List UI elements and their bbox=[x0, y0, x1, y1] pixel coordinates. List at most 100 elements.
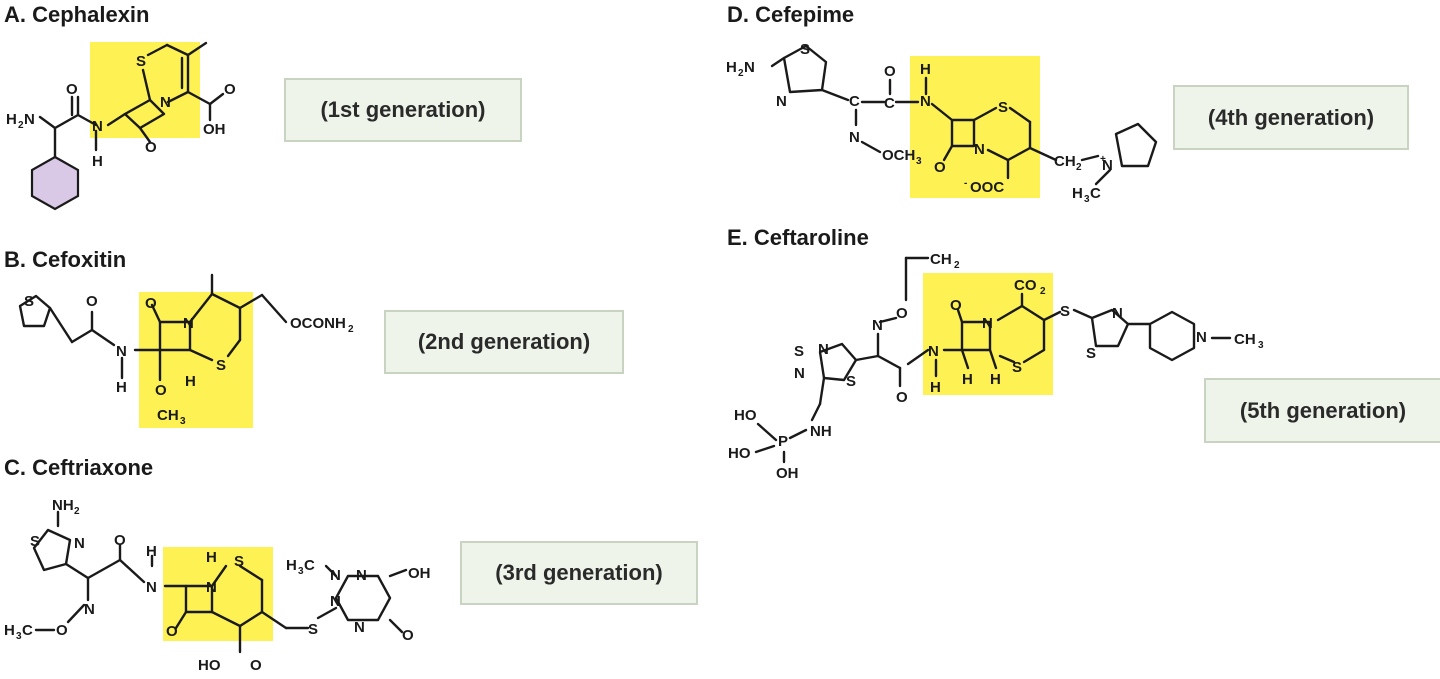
svg-text:O: O bbox=[145, 295, 157, 312]
svg-text:S: S bbox=[30, 533, 40, 550]
svg-text:O: O bbox=[145, 139, 157, 156]
label-h2n: H bbox=[6, 111, 17, 128]
svg-text:H: H bbox=[185, 373, 196, 390]
svg-text:S: S bbox=[1060, 303, 1070, 320]
generation-label-2nd: (2nd generation) bbox=[384, 310, 624, 374]
svg-text:N: N bbox=[24, 111, 35, 128]
svg-text:N: N bbox=[1196, 329, 1207, 346]
title-cefoxitin: B. Cefoxitin bbox=[4, 247, 127, 272]
svg-text:CO: CO bbox=[1014, 277, 1037, 294]
svg-text:O: O bbox=[402, 627, 414, 644]
svg-text:N: N bbox=[744, 59, 755, 76]
svg-text:2: 2 bbox=[954, 260, 960, 271]
svg-text:CH: CH bbox=[1054, 153, 1076, 170]
svg-text:OH: OH bbox=[203, 121, 226, 138]
svg-text:N: N bbox=[330, 567, 341, 584]
svg-text:S: S bbox=[998, 99, 1008, 116]
svg-text:N: N bbox=[849, 129, 860, 146]
svg-text:C: C bbox=[849, 93, 860, 110]
svg-text:N: N bbox=[206, 579, 217, 596]
svg-text:S: S bbox=[1086, 345, 1096, 362]
svg-text:O: O bbox=[56, 622, 68, 639]
svg-text:S: S bbox=[216, 357, 226, 374]
svg-text:OCH: OCH bbox=[882, 147, 915, 164]
title-cefepime: D. Cefepime bbox=[727, 2, 855, 27]
svg-text:N: N bbox=[356, 567, 367, 584]
svg-text:CH: CH bbox=[1234, 331, 1256, 348]
generation-label-1st: (1st generation) bbox=[284, 78, 522, 142]
svg-text:N: N bbox=[974, 141, 985, 158]
svg-text:HO: HO bbox=[734, 407, 757, 424]
svg-text:N: N bbox=[92, 118, 103, 135]
svg-text:N: N bbox=[1102, 157, 1113, 174]
svg-text:N: N bbox=[330, 593, 341, 610]
svg-text:OOC: OOC bbox=[970, 179, 1004, 196]
svg-text:3: 3 bbox=[298, 566, 304, 577]
phenyl-ring bbox=[30, 155, 80, 211]
svg-text:3: 3 bbox=[916, 156, 922, 167]
svg-text:N: N bbox=[982, 315, 993, 332]
svg-text:2: 2 bbox=[1076, 162, 1082, 173]
svg-text:C: C bbox=[1090, 185, 1101, 202]
svg-text:O: O bbox=[86, 293, 98, 310]
svg-text:NH: NH bbox=[810, 423, 832, 440]
svg-text:CH: CH bbox=[157, 407, 179, 424]
svg-text:2: 2 bbox=[348, 324, 354, 335]
core-highlight-ceftaroline bbox=[923, 273, 1053, 395]
svg-text:N: N bbox=[116, 343, 127, 360]
svg-text:N: N bbox=[928, 343, 939, 360]
svg-text:H: H bbox=[726, 59, 737, 76]
svg-text:OH: OH bbox=[408, 565, 431, 582]
svg-text:O: O bbox=[896, 305, 908, 322]
svg-text:HO: HO bbox=[728, 445, 751, 462]
core-highlight-ceftriaxone bbox=[163, 547, 273, 641]
svg-text:2: 2 bbox=[738, 68, 744, 79]
svg-text:O: O bbox=[114, 532, 126, 549]
svg-text:2: 2 bbox=[18, 120, 24, 131]
title-ceftriaxone: C. Ceftriaxone bbox=[4, 455, 154, 480]
svg-text:H: H bbox=[4, 622, 15, 639]
svg-text:O: O bbox=[884, 63, 896, 80]
svg-text:O: O bbox=[950, 297, 962, 314]
svg-text:H: H bbox=[990, 371, 1001, 388]
generation-label-4th: (4th generation) bbox=[1173, 85, 1409, 150]
svg-text:C: C bbox=[884, 95, 895, 112]
svg-text:C: C bbox=[22, 622, 33, 639]
svg-text:H: H bbox=[92, 153, 103, 170]
svg-text:S: S bbox=[234, 553, 244, 570]
svg-text:H: H bbox=[116, 379, 127, 396]
svg-text:NH: NH bbox=[52, 497, 74, 514]
title-cephalexin: A. Cephalexin bbox=[4, 2, 150, 27]
svg-text:N: N bbox=[183, 315, 194, 332]
svg-text:2: 2 bbox=[1040, 286, 1046, 297]
svg-text:H: H bbox=[146, 543, 157, 560]
svg-text:S: S bbox=[846, 373, 856, 390]
generation-label-5th: (5th generation) bbox=[1204, 378, 1440, 443]
svg-text:N: N bbox=[794, 365, 805, 382]
title-ceftaroline: E. Ceftaroline bbox=[727, 225, 869, 250]
svg-text:N: N bbox=[146, 579, 157, 596]
svg-text:N: N bbox=[1112, 305, 1123, 322]
svg-text:OCONH: OCONH bbox=[290, 315, 346, 332]
svg-text:N: N bbox=[354, 619, 365, 636]
svg-text:H: H bbox=[1072, 185, 1083, 202]
svg-text:2: 2 bbox=[74, 506, 80, 517]
svg-text:S: S bbox=[794, 343, 804, 360]
svg-text:O: O bbox=[155, 382, 167, 399]
svg-text:S: S bbox=[1012, 359, 1022, 376]
svg-text:S: S bbox=[24, 293, 34, 310]
svg-text:OH: OH bbox=[776, 465, 799, 482]
svg-text:3: 3 bbox=[1258, 340, 1264, 351]
svg-text:-: - bbox=[964, 178, 967, 189]
svg-text:3: 3 bbox=[180, 416, 186, 427]
svg-text:O: O bbox=[166, 623, 178, 640]
svg-text:N: N bbox=[818, 341, 829, 358]
svg-text:O: O bbox=[250, 657, 262, 674]
svg-text:HO: HO bbox=[198, 657, 221, 674]
